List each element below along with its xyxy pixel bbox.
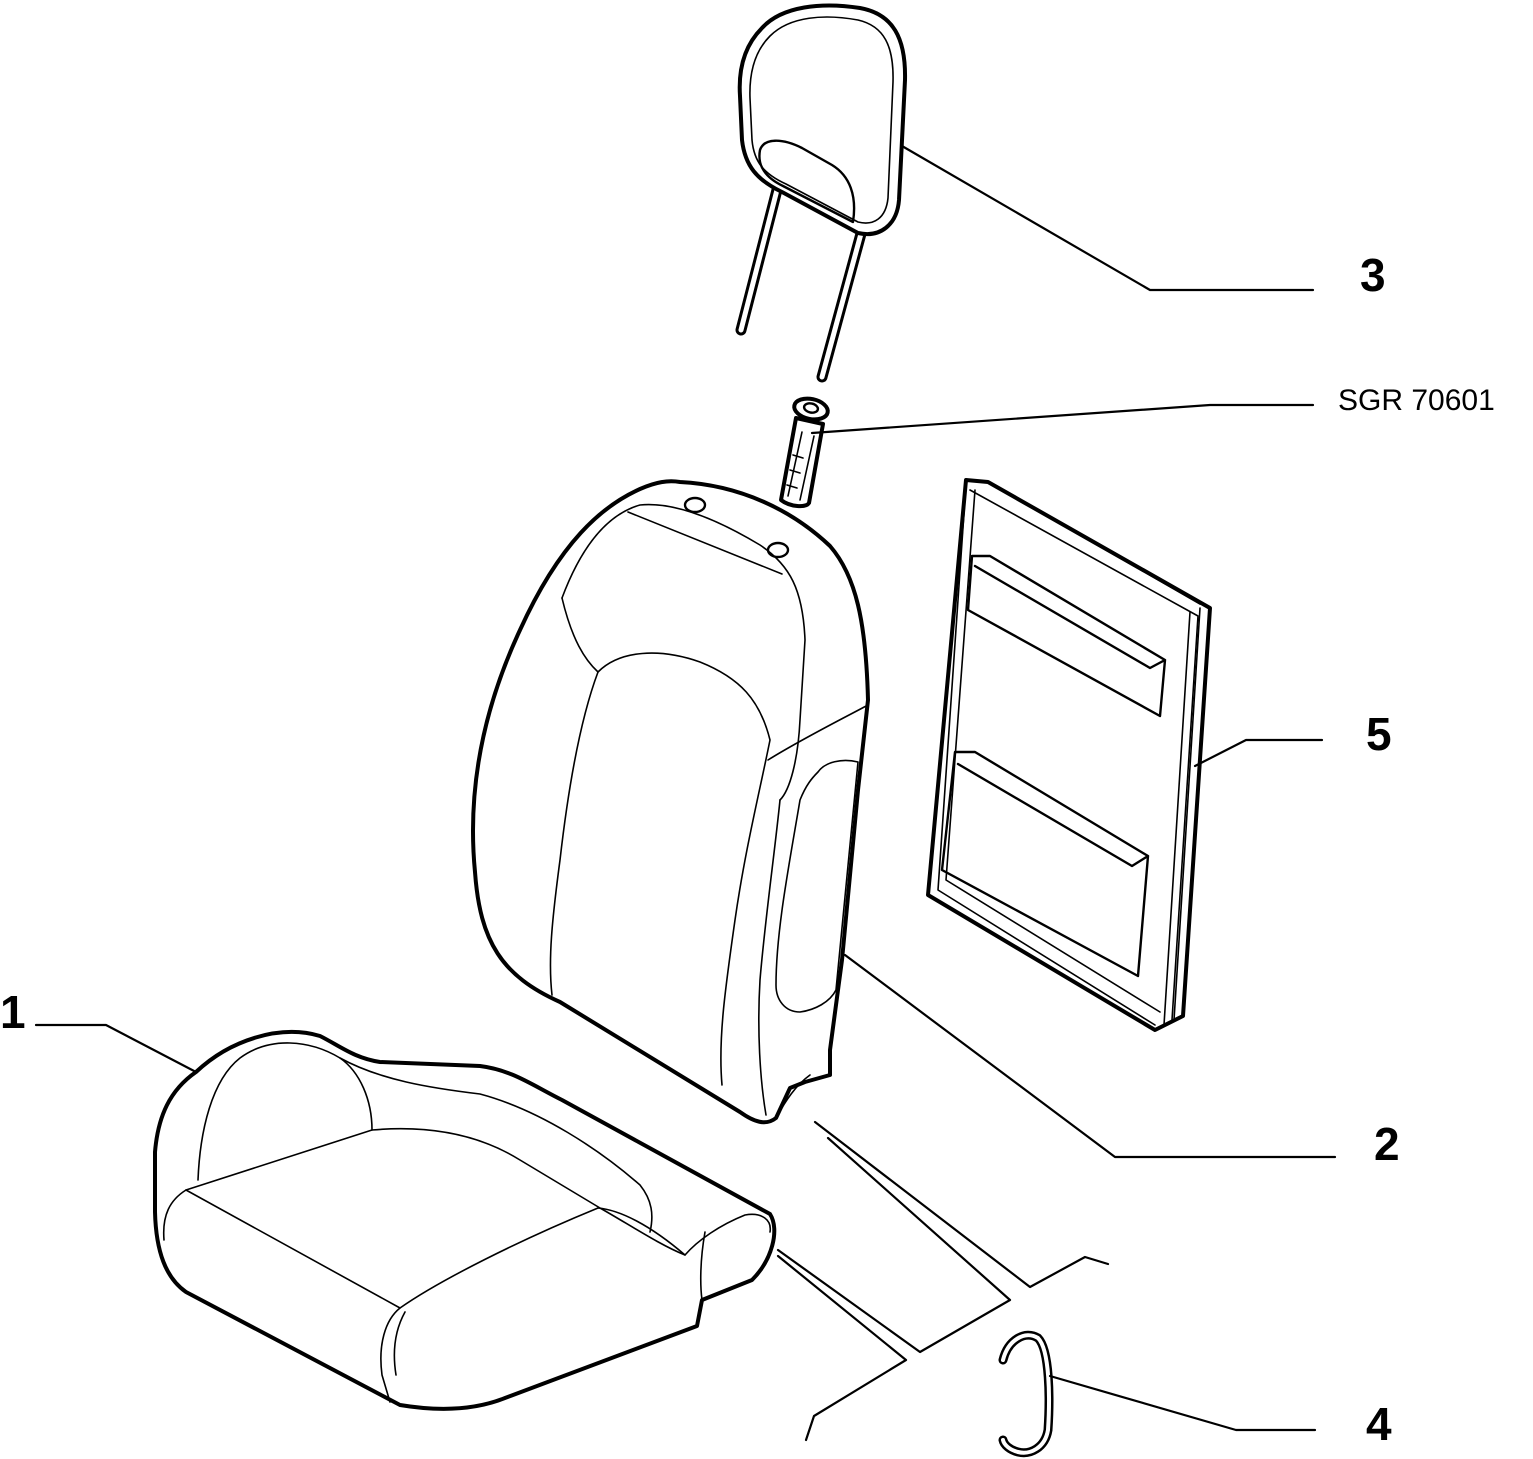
- leader-line-1: [34, 1023, 198, 1074]
- seat-back: [470, 479, 870, 1125]
- headrest-rod-left: [735, 180, 784, 336]
- seat-cushion-front-bolster: [393, 1207, 771, 1376]
- headrest-pad-seam: [749, 16, 894, 224]
- callout-1: 1: [0, 986, 26, 1038]
- callout-2: 2: [1374, 1118, 1400, 1170]
- seat-back-side-pocket: [775, 759, 859, 1013]
- seat-cushion: [153, 1030, 777, 1411]
- seat-back-left-seam: [549, 597, 599, 996]
- backrest-panel: [926, 478, 1212, 1032]
- seat-cushion-left-bolster: [197, 1042, 373, 1181]
- headrest-lower-panel: [758, 139, 856, 224]
- seat-back-shoulder-seam: [627, 511, 783, 575]
- panel-lower-pad: [940, 750, 1150, 978]
- leader-line-2: [843, 953, 1337, 1159]
- seat-back-outline: [470, 479, 870, 1125]
- seat-cushion-front-seam: [162, 1189, 401, 1403]
- leader-line-sgr: [810, 403, 1315, 435]
- headrest-rod-right: [816, 224, 868, 383]
- callout-5: 5: [1366, 708, 1392, 760]
- leader-line-3: [900, 144, 1315, 292]
- headrest-hole-left: [683, 496, 707, 514]
- seat-back-lower-edge: [775, 1074, 811, 1119]
- seat-cushion-outline: [153, 1030, 777, 1411]
- seat-cushion-rear-seam: [339, 1057, 653, 1233]
- leader-line-4: [1048, 1374, 1317, 1432]
- headrest: [735, 3, 908, 383]
- seat-back-side-seam: [758, 704, 869, 1116]
- assembly-lines: [776, 1120, 1110, 1442]
- clip: [998, 1330, 1054, 1458]
- seat-cushion-center-panel: [185, 1127, 686, 1256]
- headrest-hole-right: [766, 541, 790, 559]
- leader-line-5: [1193, 738, 1324, 768]
- headrest-pad-outline: [737, 3, 908, 237]
- panel-upper-pad: [966, 554, 1167, 718]
- callout-3: 3: [1360, 249, 1386, 301]
- headrest-guide-sleeve: [779, 396, 830, 509]
- callout-4: 4: [1366, 1398, 1392, 1450]
- part-code-label: SGR 70601: [1338, 384, 1495, 417]
- seat-back-center-panel: [597, 652, 771, 1086]
